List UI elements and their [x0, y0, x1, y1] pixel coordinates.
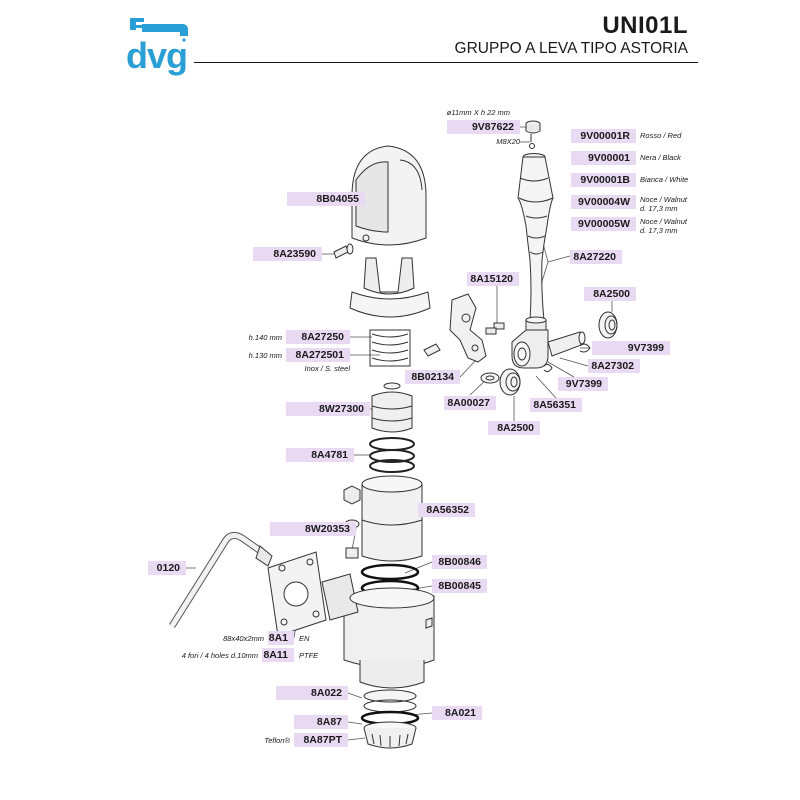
part-tag[interactable]: 9V00001B: [571, 173, 636, 187]
part-tag[interactable]: 8B04055: [287, 192, 365, 206]
part-tag[interactable]: 8A27302: [588, 359, 640, 373]
part-tag[interactable]: 8A2500: [584, 287, 636, 301]
part-tag[interactable]: 9V7399: [592, 341, 670, 355]
part-tag[interactable]: 8A27250: [286, 330, 350, 344]
dvg-logo: dvg: [126, 16, 190, 74]
part-tag[interactable]: 8A15120: [467, 272, 519, 286]
circlip-right: [579, 343, 591, 353]
part-tag[interactable]: 8A1: [268, 631, 294, 645]
part-tag[interactable]: 8A87PT: [294, 733, 348, 747]
note-red: Rosso / Red: [640, 131, 682, 140]
lever-hub-part: [511, 329, 586, 369]
washer-part: [480, 372, 500, 384]
part-tag[interactable]: 8B00846: [432, 555, 487, 569]
bottom-ring-set: [363, 689, 417, 713]
piston-part: [371, 382, 413, 433]
lever-handle-part: [517, 153, 554, 331]
cam-plate-part: [449, 293, 505, 363]
knob-part: [525, 120, 541, 149]
part-tag[interactable]: 8A021: [432, 706, 482, 720]
part-tag[interactable]: 8A272501: [286, 348, 350, 362]
bearing-top: [598, 311, 618, 339]
product-title: GRUPPO A LEVA TIPO ASTORIA: [454, 40, 688, 57]
part-tag[interactable]: 8A87: [294, 715, 348, 729]
filter-part: [363, 721, 417, 749]
logo-text: dvg: [126, 35, 188, 76]
note-black: Nera / Black: [640, 153, 681, 162]
part-tag[interactable]: 8A022: [276, 686, 348, 700]
part-tag[interactable]: 0120: [148, 561, 186, 575]
spring-part: [369, 329, 411, 367]
cap-head-part: [349, 145, 431, 318]
note-en: EN: [299, 634, 310, 643]
part-tag[interactable]: 8W27300: [286, 402, 370, 416]
part-tag[interactable]: 8A00027: [444, 396, 496, 410]
part-tag[interactable]: 9V00001R: [571, 129, 636, 143]
note-teflon: Teflon®: [264, 736, 290, 745]
note-white: Bianca / White: [640, 175, 689, 184]
note-inox: Inox / S. steel: [304, 364, 350, 373]
note-ptfe: PTFE: [299, 651, 319, 660]
pipe-part: [169, 531, 273, 628]
part-tag[interactable]: 8A56351: [530, 398, 582, 412]
header-divider: [194, 62, 698, 63]
part-tag[interactable]: 8A23590: [253, 247, 322, 261]
note-walnut-1: Noce / Walnut d. 17,3 mm: [640, 195, 687, 213]
circlip-bottom: [543, 363, 553, 373]
part-tag[interactable]: 9V7399: [558, 377, 608, 391]
valve-body-part: [361, 475, 423, 562]
flange-plate-part: [267, 551, 327, 637]
tap-logo-icon: [130, 18, 188, 42]
part-tag[interactable]: 9V00001: [571, 151, 636, 165]
main-housing-part: [321, 573, 435, 689]
note-flange-size: 88x40x2mm: [223, 634, 264, 643]
part-tag[interactable]: 8A4781: [286, 448, 354, 462]
part-tag[interactable]: 8W20353: [270, 522, 356, 536]
pin-part: [423, 343, 441, 357]
part-tag[interactable]: 9V87622: [447, 120, 520, 134]
part-tag[interactable]: 8A2500: [488, 421, 540, 435]
note-h130: h.130 mm: [248, 351, 282, 360]
ring-set-top: [369, 437, 415, 473]
note-knob-size: ø11mm X h 22 mm: [446, 108, 510, 117]
screw-part: [333, 243, 354, 259]
part-tag[interactable]: 8A11: [262, 648, 294, 662]
part-tag[interactable]: 9V00005W: [571, 217, 636, 231]
part-tag[interactable]: 8B00845: [432, 579, 487, 593]
part-tag[interactable]: 9V00004W: [571, 195, 636, 209]
part-tag[interactable]: 8A27220: [570, 250, 622, 264]
note-walnut-2: Noce / Walnut d. 17,3 mm: [640, 217, 687, 235]
note-screw: M8X20: [496, 137, 520, 146]
note-h140: h.140 mm: [248, 333, 282, 342]
part-tag[interactable]: 8B02134: [405, 370, 460, 384]
note-holes: 4 fori / 4 holes d.10mm: [181, 651, 258, 660]
product-code: UNI01L: [602, 12, 688, 39]
bearing-bottom: [499, 368, 521, 396]
part-tag[interactable]: 8A56352: [418, 503, 475, 517]
